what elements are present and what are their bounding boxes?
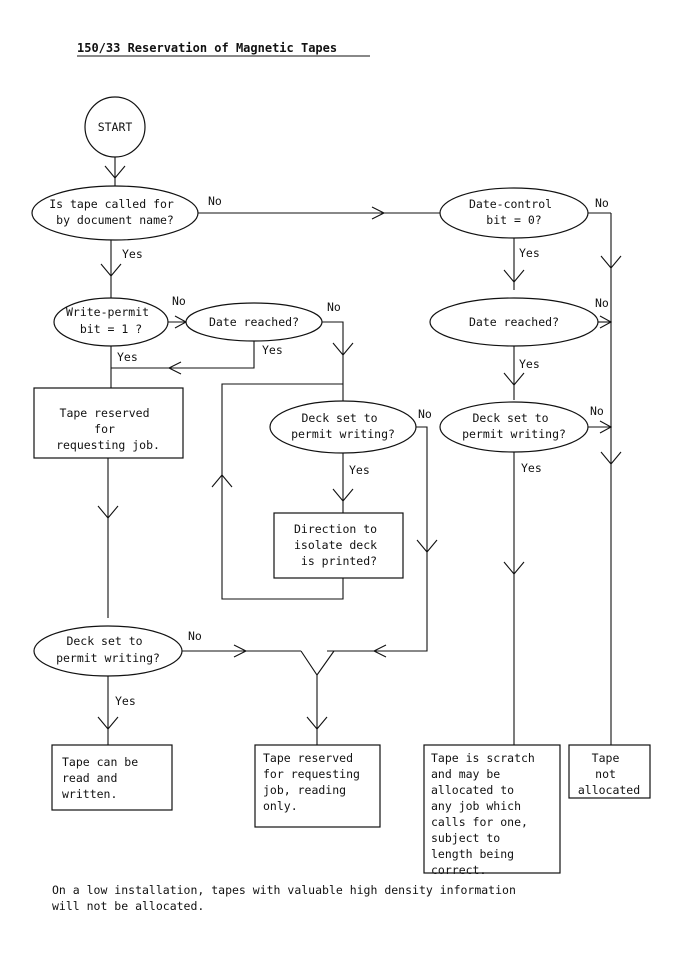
decision-date-reached-right [429, 297, 599, 347]
arrow-icon [233, 644, 248, 658]
label-wp-no: No [172, 294, 186, 308]
start-circle [84, 96, 146, 158]
arrow-icon [599, 420, 613, 434]
label-dc-no: No [595, 196, 609, 210]
arrow-icon [100, 263, 122, 277]
box-scratch [423, 744, 561, 874]
arrow-icon [503, 372, 525, 386]
tape-reserved-text: Tape reserved for requesting job. [56, 406, 160, 452]
box-read-written [51, 744, 173, 811]
label-dc-yes: Yes [519, 246, 540, 260]
direction-isolate-text: Direction to isolate deck is printed? [294, 522, 384, 568]
line-deck-mid-no [327, 426, 428, 652]
arrow-icon [600, 255, 622, 269]
decision-doc-name [31, 185, 199, 241]
start-label: START [98, 120, 133, 134]
label-deck-mid-yes: Yes [349, 463, 370, 477]
arrow-icon [104, 165, 126, 179]
label-deck-mid-no: No [418, 407, 432, 421]
scratch-text: Tape is scratch and may be allocated to … [431, 751, 542, 877]
arrow-icon [97, 716, 119, 730]
decision-deck-left [33, 625, 183, 677]
label-deck-right-yes: Yes [521, 461, 542, 475]
arrow-icon [167, 361, 182, 375]
arrow-icon [306, 716, 328, 730]
decision-write-permit [53, 297, 169, 347]
label-dr-right-no: No [595, 296, 609, 310]
deck-mid-question: Deck set to permit writing? [291, 411, 395, 441]
arrowheads [97, 165, 622, 730]
decision-deck-right [439, 401, 589, 453]
read-written-text: Tape can be read and written. [62, 755, 145, 801]
date-reached-right-question: Date reached? [469, 315, 559, 329]
label-doc-no: No [208, 194, 222, 208]
arrow-icon [503, 561, 525, 575]
label-deck-left-yes: Yes [115, 694, 136, 708]
branch-labels: No Yes No Yes No Yes No Yes No Yes No Ye… [115, 194, 609, 708]
decision-deck-mid [269, 400, 417, 454]
line-dr-mid-no [322, 321, 344, 403]
shapes [31, 96, 651, 874]
label-dr-mid-no: No [327, 300, 341, 314]
arrow-icon [97, 505, 119, 519]
merge-junction [300, 650, 335, 676]
box-direction-isolate [273, 512, 404, 579]
line-dr-mid-yes [111, 341, 255, 369]
box-read-only [254, 744, 381, 828]
decision-date-control [439, 187, 589, 239]
deck-left-question: Deck set to permit writing? [56, 634, 160, 665]
arrow-icon [416, 539, 438, 553]
arrow-icon [503, 269, 525, 283]
arrow-icon [371, 206, 386, 220]
label-dr-mid-yes: Yes [262, 343, 283, 357]
write-permit-question: Write-permit bit = 1 ? [66, 305, 156, 336]
decision-date-reached-mid [185, 302, 323, 342]
date-reached-mid-question: Date reached? [209, 315, 299, 329]
date-control-question: Date-control bit = 0? [469, 197, 559, 227]
arrow-icon [372, 644, 387, 658]
doc-name-question: Is tape called for by document name? [49, 197, 181, 227]
footnote: On a low installation, tapes with valuab… [52, 883, 523, 913]
read-only-text: Tape reserved for requesting job, readin… [263, 751, 367, 813]
arrow-icon [599, 315, 613, 329]
diagram-title: 150/33 Reservation of Magnetic Tapes [77, 41, 337, 55]
line-loop [221, 383, 344, 600]
node-labels: START Is tape called for by document nam… [49, 120, 640, 877]
connectors [107, 157, 612, 745]
arrow-icon [332, 342, 354, 356]
label-doc-yes: Yes [122, 247, 143, 261]
box-not-allocated [568, 744, 651, 799]
box-tape-reserved [33, 387, 184, 459]
label-dr-right-yes: Yes [519, 357, 540, 371]
arrow-icon [332, 488, 354, 502]
arrow-icon [600, 451, 622, 465]
label-deck-right-no: No [590, 404, 604, 418]
not-allocated-text: Tape not allocated [578, 751, 640, 797]
deck-right-question: Deck set to permit writing? [462, 411, 566, 441]
label-deck-left-no: No [188, 629, 202, 643]
label-wp-yes: Yes [117, 350, 138, 364]
arrow-icon [211, 474, 233, 488]
